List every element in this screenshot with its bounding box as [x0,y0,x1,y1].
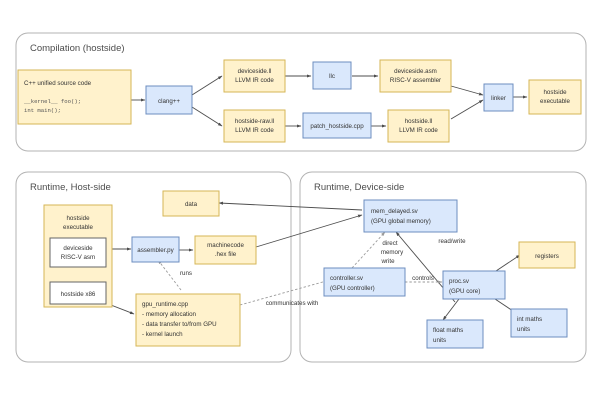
node-gpu-runtime-bullet-3: - kernel launch [142,331,183,338]
node-source[interactable]: C++ unified source code __kernel__ foo()… [17,69,132,125]
node-float-maths-line2: units [433,337,446,344]
node-hostside-ll[interactable]: hostside.ll LLVM IR code [387,109,450,143]
node-hostside-raw-ll-line2: LLVM IR code [235,127,274,134]
node-hostside-exe-comp-line1: hostside [543,89,567,96]
node-deviceside-asm-rt-line1: deviceside [63,245,93,252]
group-title-runtime-device: Runtime, Device-side [314,182,404,193]
node-int-maths-line2: units [517,326,530,333]
node-llc[interactable]: llc [312,61,352,90]
edge-clang-to-hostside-raw-ll [191,106,223,127]
node-assembler-py-label: assembler.py [137,247,174,254]
node-hostside-x86[interactable]: hostside x86 [49,281,107,305]
node-controller-sv[interactable]: controller.sv (GPU controller) [323,267,406,297]
node-registers[interactable]: registers [518,241,576,269]
edge-hostside-ll-to-linker [450,99,484,120]
node-hostside-x86-label: hostside x86 [61,291,96,298]
node-deviceside-ll[interactable]: deviceside.ll LLVM IR code [223,59,286,93]
node-clang-label: clang++ [158,98,180,105]
group-title-runtime-host: Runtime, Host-side [30,182,111,193]
node-hostside-executable-compilation[interactable]: hostside executable [528,79,582,115]
node-machinecode-line1: machinecode [207,242,244,249]
edge-label-controls: controls [412,275,434,282]
node-source-code-2: int main(); [24,107,61,114]
node-proc-line1: proc.sv [449,278,470,285]
node-hostside-exe-comp-line2: executable [540,98,570,105]
edge-label-runs: runs [180,270,192,277]
node-deviceside-riscv-asm[interactable]: deviceside RISC-V asm [49,237,107,268]
node-hostside-ll-line1: hostside.ll [405,118,433,125]
node-linker-label: linker [491,95,506,102]
node-deviceside-ll-line1: deviceside.ll [238,68,272,75]
node-source-title: C++ unified source code [24,80,92,87]
node-hostside-exe-rt-line2: executable [63,224,93,231]
edge-label-communicates-with: communicates with [266,300,319,307]
node-proc-line2: (GPU core) [449,288,480,295]
node-patch-hostside[interactable]: patch_hostside.cpp [302,112,372,139]
node-hostside-raw-ll[interactable]: hostside-raw.ll LLVM IR code [223,109,286,143]
node-int-maths-units[interactable]: int maths units [510,308,568,338]
edge-label-read-write: read/write [438,238,466,245]
node-llc-label: llc [329,73,335,80]
node-machinecode-hex[interactable]: machinecode .hex file [194,235,257,265]
node-hostside-ll-line2: LLVM IR code [399,127,438,134]
node-float-maths-units[interactable]: float maths units [426,319,484,349]
node-gpu-runtime-title: gpu_runtime.cpp [142,301,189,308]
node-controller-line2: (GPU controller) [330,285,375,292]
node-deviceside-asm-rt-line2: RISC-V asm [61,254,95,261]
edge-gpu-runtime-runs-assembler [157,259,182,291]
node-data[interactable]: data [162,190,220,217]
node-hostside-exe-rt-line1: hostside [66,215,90,222]
node-mem-delayed-line1: mem_delayed.sv [371,208,419,215]
node-linker[interactable]: linker [483,83,514,112]
node-proc-sv[interactable]: proc.sv (GPU core) [442,270,506,300]
node-hostside-executable-runtime[interactable]: hostside executable deviceside RISC-V as… [43,204,113,308]
edge-machinecode-to-mem-delayed [255,214,363,248]
node-deviceside-asm-line2: RISC-V assembler [390,77,441,84]
edge-mem-delayed-to-data [218,201,363,211]
node-gpu-runtime-bullet-1: - memory allocation [142,311,197,318]
node-deviceside-asm-line1: deviceside.asm [394,68,437,75]
edge-clang-to-deviceside-ll [191,75,223,96]
node-gpu-runtime-cpp[interactable]: gpu_runtime.cpp - memory allocation - da… [135,293,241,347]
node-registers-label: registers [535,253,559,260]
node-source-code-1: __kernel__ foo(); [23,98,81,105]
edge-controller-direct-memory-write [351,231,386,269]
node-deviceside-ll-line2: LLVM IR code [235,77,274,84]
edge-deviceside-asm-to-linker [450,85,484,96]
node-clang[interactable]: clang++ [145,85,193,115]
group-title-compilation: Compilation (hostside) [30,43,125,54]
node-mem-delayed-sv[interactable]: mem_delayed.sv (GPU global memory) [363,199,458,233]
node-patch-hostside-label: patch_hostside.cpp [310,123,364,130]
node-gpu-runtime-bullet-2: - data transfer to/from GPU [142,321,217,328]
node-controller-line1: controller.sv [330,275,364,282]
edge-label-direct-3: write [380,258,395,265]
node-data-label: data [185,201,198,208]
edge-label-direct-1: direct [382,240,397,247]
node-assembler-py[interactable]: assembler.py [131,236,180,263]
node-hostside-raw-ll-line1: hostside-raw.ll [235,118,274,125]
node-deviceside-asm[interactable]: deviceside.asm RISC-V assembler [379,59,452,93]
node-float-maths-line1: float maths [433,327,463,334]
edge-label-direct-2: memory [381,249,404,256]
node-int-maths-line1: int maths [517,316,542,323]
node-mem-delayed-line2: (GPU global memory) [371,218,431,225]
node-machinecode-line2: .hex file [215,251,237,258]
